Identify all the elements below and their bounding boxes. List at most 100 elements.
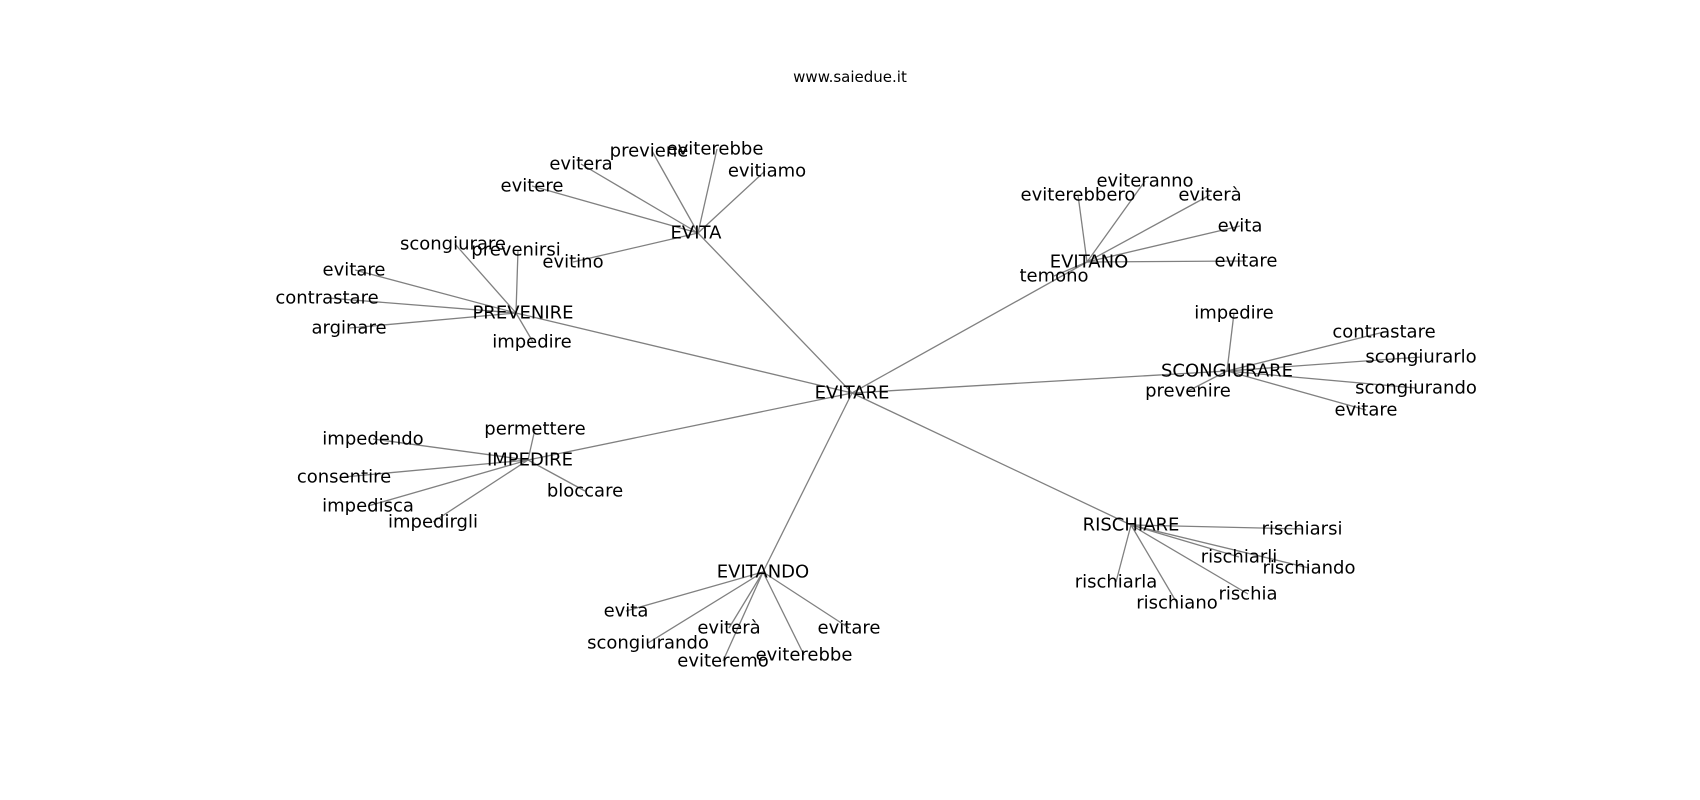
node-hub-5: RISCHIARE [1083, 515, 1180, 536]
edge-0-1 [580, 163, 699, 234]
node-leaf-6-4: eviterebbe [756, 645, 853, 666]
node-leaf-2-2: eviterà [1178, 185, 1241, 206]
node-leaf-4-2: consentire [297, 467, 391, 488]
edge-5-0 [1130, 524, 1303, 530]
labels-layer: EVITAREEVITAevitereeviteraprevieneeviter… [275, 139, 1477, 672]
edge-6-5 [762, 571, 850, 629]
node-leaf-2-1: eviteranno [1096, 171, 1193, 192]
edge-1-4 [349, 312, 517, 329]
edge-6-2 [728, 571, 764, 629]
edge-1-2 [354, 269, 517, 314]
edge-4-4 [432, 459, 529, 523]
node-leaf-6-3: eviteremo [677, 651, 769, 672]
node-leaf-0-1: evitera [549, 154, 612, 175]
node-leaf-2-4: evitare [1215, 251, 1278, 272]
edge-4-0 [527, 428, 536, 461]
edge-6-3 [722, 571, 764, 662]
edge-1-3 [327, 297, 517, 314]
edge-2-0 [1077, 194, 1088, 263]
edge-5-4 [1130, 524, 1178, 604]
edge-root-3 [851, 370, 1228, 394]
node-leaf-3-2: scongiurarlo [1365, 347, 1476, 368]
edge-3-5 [1187, 370, 1228, 392]
edge-6-1 [647, 571, 764, 644]
node-leaf-1-1: prevenirsi [471, 240, 560, 261]
node-leaf-2-5: temono [1019, 266, 1088, 287]
edge-4-1 [372, 438, 529, 461]
node-leaf-1-5: impedire [492, 332, 572, 353]
node-leaf-4-5: bloccare [547, 481, 623, 502]
edge-4-2 [343, 459, 529, 478]
node-leaf-4-3: impedisca [322, 496, 414, 517]
node-leaf-0-3: eviterebbe [667, 139, 764, 160]
edge-root-1 [515, 312, 853, 394]
node-leaf-5-5: rischiarla [1075, 572, 1158, 593]
node-hub-4: IMPEDIRE [487, 450, 573, 471]
node-leaf-4-1: impedendo [322, 429, 423, 450]
edge-root-4 [527, 392, 853, 461]
node-leaf-5-2: rischiando [1263, 558, 1356, 579]
node-hub-6: EVITANDO [717, 562, 809, 583]
node-leaf-6-5: evitare [818, 618, 881, 639]
node-leaf-6-2: eviterà [697, 618, 760, 639]
edge-3-0 [1226, 312, 1235, 372]
edge-1-0 [454, 243, 517, 314]
node-leaf-4-4: impedirgli [388, 512, 478, 533]
node-leaf-2-0: eviterebbero [1021, 185, 1136, 206]
edge-root-0 [697, 232, 853, 394]
edge-root-5 [851, 392, 1132, 526]
edge-5-5 [1115, 524, 1132, 583]
node-leaf-3-1: contrastare [1332, 322, 1435, 343]
edge-5-3 [1130, 524, 1249, 595]
node-leaf-1-2: evitare [323, 260, 386, 281]
watermark-url: www.saiedue.it [793, 68, 907, 86]
edge-2-5 [1053, 261, 1088, 277]
node-leaf-5-1: rischiarli [1201, 547, 1278, 568]
node-leaf-6-1: scongiurando [587, 633, 709, 654]
node-leaf-3-5: prevenire [1145, 381, 1231, 402]
edge-0-3 [697, 148, 718, 234]
edge-2-4 [1086, 260, 1247, 263]
edge-6-4 [762, 571, 805, 656]
node-leaf-0-2: previene [610, 141, 689, 162]
node-hub-1: PREVENIRE [472, 303, 573, 324]
node-leaf-5-0: rischiarsi [1262, 519, 1343, 540]
node-leaf-0-4: evitiamo [728, 161, 806, 182]
edge-2-3 [1086, 225, 1241, 263]
edge-5-2 [1130, 524, 1310, 569]
node-leaf-1-0: scongiurare [400, 234, 506, 255]
node-root: EVITARE [815, 383, 890, 404]
edge-3-1 [1226, 331, 1385, 372]
edge-0-0 [531, 185, 699, 234]
node-leaf-1-4: arginare [311, 318, 386, 339]
edge-2-1 [1086, 180, 1146, 263]
node-leaf-6-0: evita [604, 601, 649, 622]
edge-4-5 [527, 459, 586, 492]
edge-0-5 [572, 232, 699, 263]
edge-0-2 [651, 150, 699, 234]
node-hub-3: SCONGIURARE [1161, 361, 1293, 382]
edge-4-3 [367, 459, 529, 507]
edge-3-3 [1226, 370, 1417, 389]
edge-root-2 [851, 261, 1088, 394]
edge-1-1 [515, 249, 519, 314]
edge-root-6 [762, 392, 853, 573]
edge-2-2 [1086, 194, 1211, 263]
node-leaf-5-3: rischia [1218, 584, 1277, 605]
edge-6-0 [625, 571, 764, 612]
node-hub-0: EVITA [671, 223, 723, 244]
node-leaf-0-5: evitino [542, 252, 603, 273]
node-leaf-3-0: impedire [1194, 303, 1274, 324]
node-leaf-4-0: permettere [484, 419, 585, 440]
node-leaf-1-3: contrastare [275, 288, 378, 309]
node-leaf-5-4: rischiano [1136, 593, 1218, 614]
edge-3-2 [1226, 356, 1422, 372]
edge-1-5 [515, 312, 534, 343]
edge-5-1 [1130, 524, 1240, 558]
node-leaf-3-3: scongiurando [1355, 378, 1477, 399]
edges-layer [327, 148, 1422, 662]
node-leaf-2-3: evita [1218, 216, 1263, 237]
edge-3-4 [1226, 370, 1367, 411]
node-leaf-3-4: evitare [1335, 400, 1398, 421]
